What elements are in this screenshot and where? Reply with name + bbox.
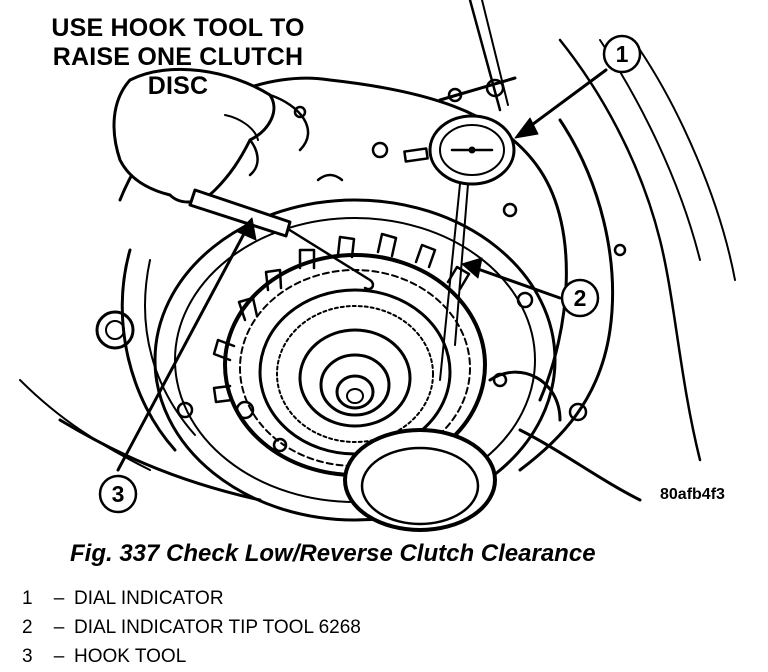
hook-tool-handle xyxy=(188,188,292,238)
legend: 1–DIAL INDICATOR 2–DIAL INDICATOR TIP TO… xyxy=(22,584,361,671)
legend-item: 2–DIAL INDICATOR TIP TOOL 6268 xyxy=(22,613,361,642)
callout-circle-2 xyxy=(560,278,600,318)
legend-number: 3 xyxy=(22,646,33,667)
figure-code: 80afb4f3 xyxy=(660,486,725,503)
hook-tool-shaft xyxy=(286,227,375,291)
callout-label-1: 1 xyxy=(616,41,629,67)
dial-tip-tool xyxy=(439,183,461,381)
instruction-line: USE HOOK TOOL TO xyxy=(51,14,305,42)
output-gear xyxy=(343,428,497,532)
legend-dash: – xyxy=(53,588,65,609)
transmission-illustration: 1 2 3 xyxy=(19,0,736,532)
legend-number: 1 xyxy=(22,588,33,609)
instruction-line: DISC xyxy=(147,72,209,100)
legend-item: 3–HOOK TOOL xyxy=(22,642,361,671)
legend-number: 2 xyxy=(22,617,33,638)
figure-caption: Fig. 337 Check Low/Reverse Clutch Cleara… xyxy=(70,540,596,567)
callout-circle-1 xyxy=(602,34,642,74)
legend-dash: – xyxy=(53,646,65,667)
hand xyxy=(112,67,276,204)
legend-item: 1–DIAL INDICATOR xyxy=(22,584,361,613)
callout-label-2: 2 xyxy=(574,285,587,311)
instruction-text: USE HOOK TOOL TO RAISE ONE CLUTCH DISC xyxy=(28,14,328,101)
instruction-line: RAISE ONE CLUTCH xyxy=(52,43,304,71)
legend-label: DIAL INDICATOR xyxy=(74,588,224,609)
input-shaft xyxy=(319,353,391,417)
outer-ring xyxy=(153,198,557,522)
callout-label-3: 3 xyxy=(112,481,125,507)
legend-label: DIAL INDICATOR TIP TOOL 6268 xyxy=(74,617,361,638)
callout-circle-3 xyxy=(98,474,138,514)
legend-label: HOOK TOOL xyxy=(74,646,187,667)
legend-dash: – xyxy=(53,617,65,638)
